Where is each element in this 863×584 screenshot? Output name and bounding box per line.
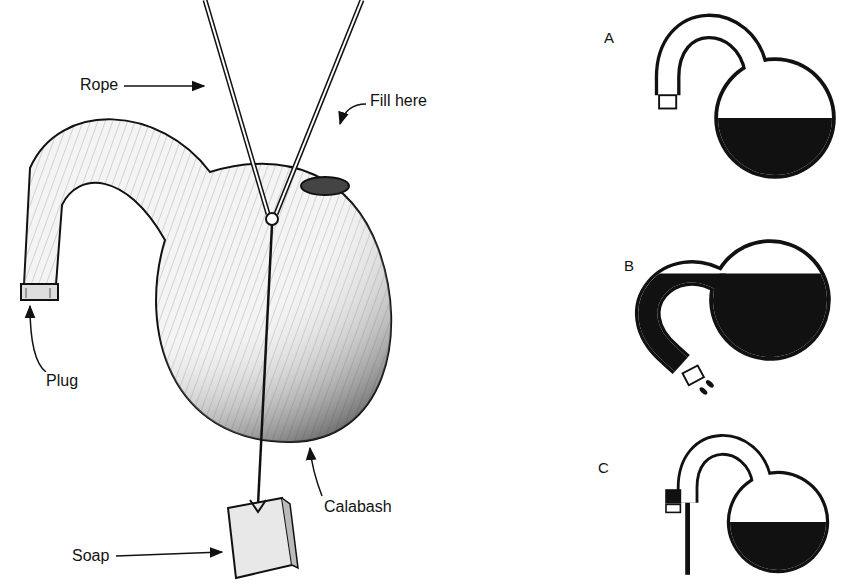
gourd-figure	[623, 194, 856, 429]
leader-lines	[30, 86, 366, 556]
part-label: Plug	[44, 372, 80, 390]
gourd-figure	[659, 26, 836, 178]
step-letter: C	[596, 460, 611, 477]
part-label: Calabash	[322, 498, 394, 516]
part-label: Fill here	[368, 92, 429, 110]
fill-hole	[301, 177, 349, 195]
part-label: Soap	[70, 547, 111, 565]
calabash	[0, 90, 420, 450]
step-letter: B	[622, 258, 636, 275]
soap	[228, 498, 298, 578]
step-letter: A	[602, 30, 616, 47]
gourd-figure	[666, 445, 829, 575]
sequence-figures	[623, 26, 856, 574]
part-label: Rope	[78, 76, 120, 94]
plug	[21, 284, 58, 300]
rope	[205, 0, 362, 505]
